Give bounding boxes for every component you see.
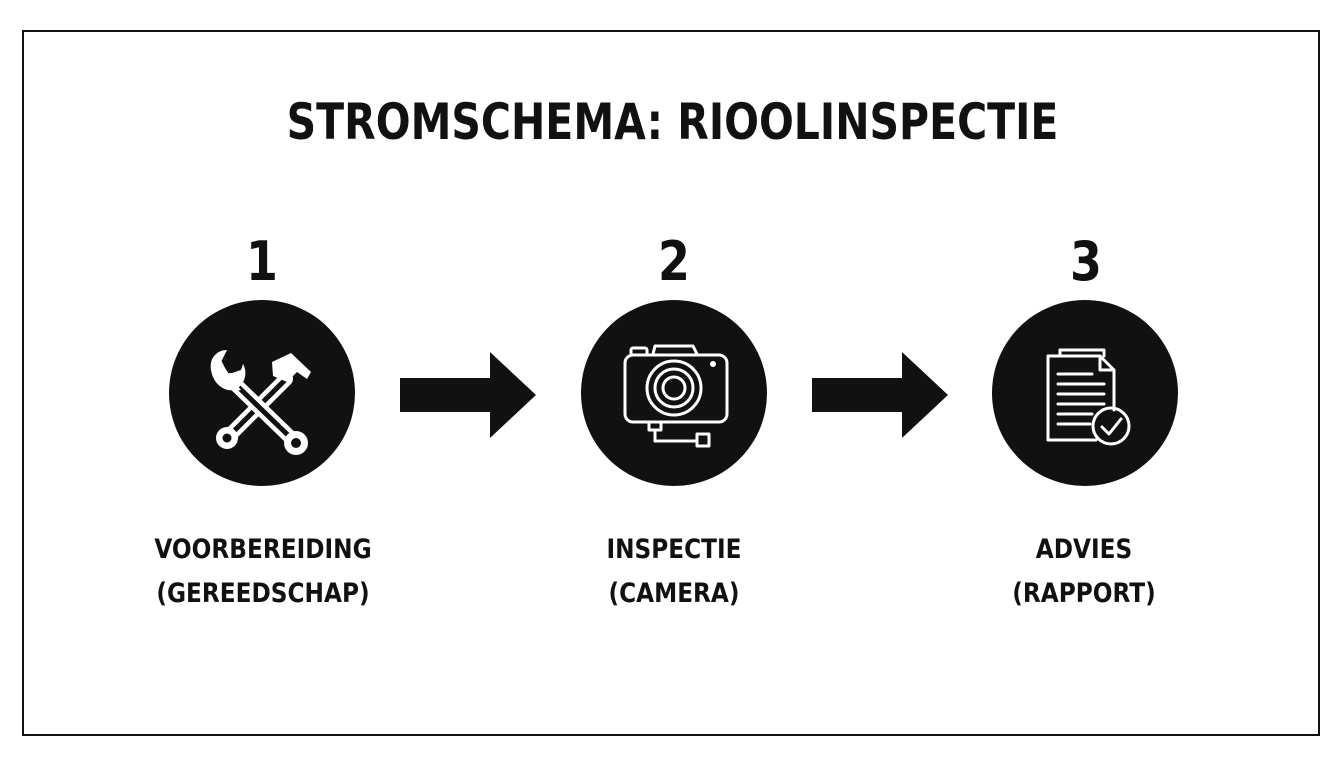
step-2-label-line2: (CAMERA) [608, 578, 740, 609]
step-3-number: 3 [1070, 230, 1102, 293]
tools-icon [210, 350, 311, 455]
camera-icon [623, 344, 729, 448]
step-2-number: 2 [658, 230, 690, 293]
step-2-circle [581, 300, 767, 486]
step-3-label: ADVIES (RAPPORT) [955, 528, 1213, 616]
step-1-label: VOORBEREIDING (GEREEDSCHAP) [134, 528, 392, 616]
step-3-circle [992, 300, 1178, 486]
step-1-circle [169, 300, 355, 486]
diagram-title: STROMSCHEMA: RIOOLINSPECTIE [286, 93, 1059, 151]
step-1-number: 1 [246, 230, 278, 293]
arrow-1-to-2 [400, 352, 536, 438]
step-3-label-line2: (RAPPORT) [1012, 578, 1156, 609]
report-check-icon [1046, 348, 1131, 446]
step-2-label: INSPECTIE (CAMERA) [545, 528, 803, 616]
step-1-label-line2: (GEREEDSCHAP) [156, 578, 370, 609]
step-1-label-line1: VOORBEREIDING [154, 534, 372, 565]
arrow-2-to-3 [812, 352, 948, 438]
step-2-label-line1: INSPECTIE [606, 534, 742, 565]
step-3-label-line1: ADVIES [1035, 534, 1133, 565]
